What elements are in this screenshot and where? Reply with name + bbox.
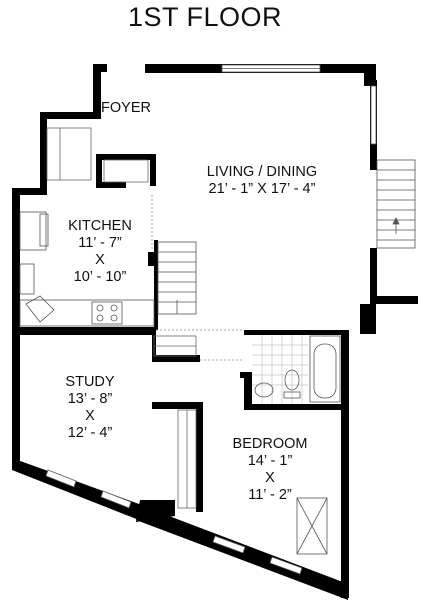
wall-foyer-left xyxy=(93,64,101,116)
wall-closet-left xyxy=(96,154,102,186)
wall-bed-top xyxy=(244,404,344,410)
room-dim-2: 10’ - 10” xyxy=(73,269,127,285)
wall-closet-right xyxy=(150,154,156,186)
room-name: LIVING / DINING xyxy=(206,164,318,180)
wall-study-right-v xyxy=(196,402,203,512)
wall-bath-jog xyxy=(240,372,252,378)
window-bed-2 xyxy=(269,556,303,575)
wall-left-main xyxy=(12,188,20,336)
room-name: KITCHEN xyxy=(68,218,132,234)
room-dim-2: 12’ - 4” xyxy=(67,425,113,441)
wall-left-step xyxy=(12,188,47,195)
room-dim-1: 11’ - 7” xyxy=(78,235,122,251)
wall-closet-bottom xyxy=(96,182,126,188)
wall-bath-top xyxy=(244,330,344,335)
openings xyxy=(151,195,244,361)
window-study-1 xyxy=(45,469,77,488)
wall-study-right xyxy=(152,402,200,409)
room-dim-1: 14’ - 1” xyxy=(247,453,293,469)
room-dim-2: 11’ - 2” xyxy=(248,487,292,503)
wall-stair-right xyxy=(154,240,158,330)
sink xyxy=(254,382,274,398)
window-bed-1 xyxy=(212,535,246,554)
skylight xyxy=(296,497,328,555)
window-study-2 xyxy=(100,490,132,509)
diagonal-windows xyxy=(45,469,303,575)
wall-diagonal-tip xyxy=(136,500,175,522)
wall-left-lower xyxy=(12,330,20,465)
bathtub xyxy=(309,335,341,403)
room-dim-sep: X xyxy=(95,252,105,268)
top-windows xyxy=(221,64,377,145)
room-name: BEDROOM xyxy=(232,436,308,452)
page-title: 1ST FLOOR xyxy=(127,2,283,32)
wall-study-closet xyxy=(152,355,200,362)
closets xyxy=(46,127,197,509)
closet-left-top xyxy=(46,127,92,181)
wall-bath-right xyxy=(341,330,349,598)
wall-right-lower xyxy=(370,248,377,298)
room-label-bedroom: BEDROOM 14’ - 1” X 11’ - 2” xyxy=(222,436,318,504)
wall-right-step2 xyxy=(360,304,376,334)
wall-closet-top xyxy=(96,154,156,160)
stairs-interior xyxy=(157,241,197,315)
room-dim-1: 13’ - 8” xyxy=(67,391,113,407)
kitchen-counters xyxy=(19,211,155,327)
room-name: STUDY xyxy=(65,374,115,390)
room-label-living: LIVING / DINING 21’ - 1” X 17’ - 4” xyxy=(176,164,348,198)
room-label-foyer: FOYER xyxy=(98,100,154,117)
wall-stair-post xyxy=(148,252,156,266)
wall-bath-left xyxy=(244,372,252,410)
wall-right-step xyxy=(370,296,418,304)
closet-foyer xyxy=(103,159,149,183)
wall-study-top xyxy=(20,327,154,335)
room-label-kitchen: KITCHEN 11’ - 7” X 10’ - 10” xyxy=(58,218,142,286)
wall-left-upper xyxy=(40,112,101,119)
room-name: FOYER xyxy=(101,100,151,116)
interior-walls xyxy=(20,154,344,512)
wall-left-upper-v xyxy=(40,112,47,192)
room-label-study: STUDY 13’ - 8” X 12’ - 4” xyxy=(48,374,132,442)
bathroom-fixtures xyxy=(252,335,341,404)
window-right xyxy=(370,85,377,145)
wall-diagonal-left xyxy=(12,458,150,522)
room-dim-sep: X xyxy=(85,408,95,424)
room-dims: 21’ - 1” X 17’ - 4” xyxy=(208,181,316,197)
room-dim-sep: X xyxy=(265,470,275,486)
toilet xyxy=(284,369,300,391)
stairs-exterior xyxy=(376,159,416,249)
